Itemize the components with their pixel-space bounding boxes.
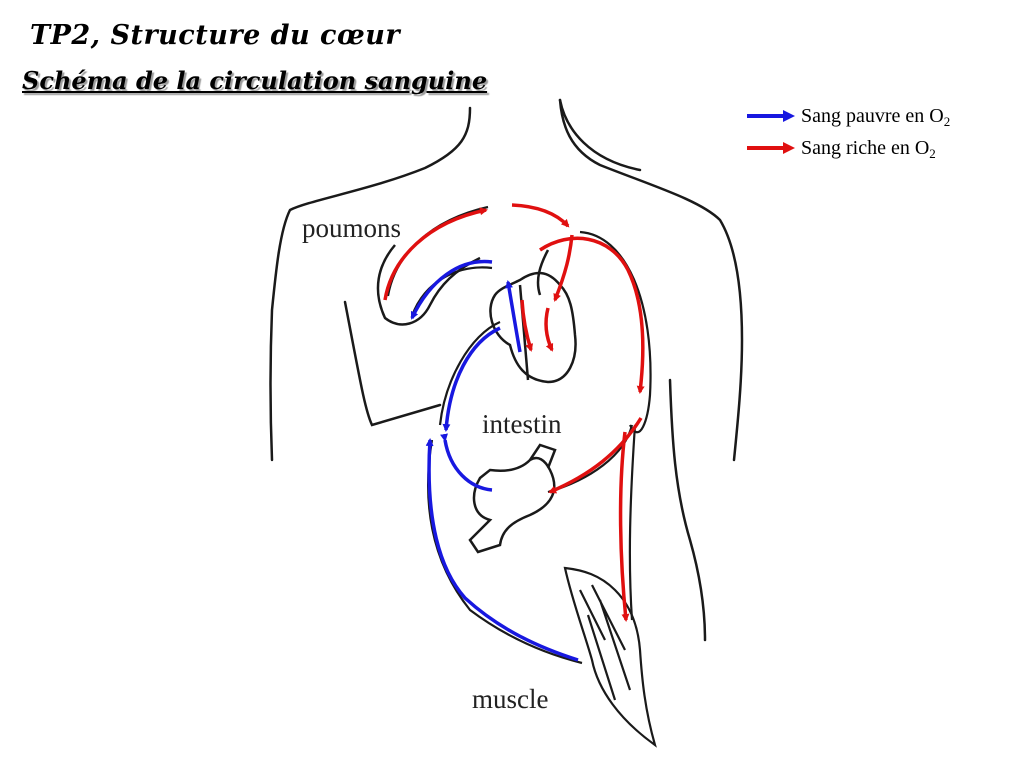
label-intestine: intestin bbox=[482, 409, 562, 439]
deoxygenated-vessels bbox=[410, 259, 579, 662]
legend-label: Sang riche en O2 bbox=[801, 136, 936, 161]
body-outline bbox=[269, 98, 744, 642]
legend: Sang pauvre en O2 Sang riche en O2 bbox=[745, 100, 950, 164]
label-muscle: muscle bbox=[472, 684, 548, 714]
muscle-organ bbox=[563, 566, 657, 748]
oxygenated-vessels bbox=[383, 203, 645, 622]
legend-item-deoxygenated: Sang pauvre en O2 bbox=[745, 100, 950, 132]
page-title: TP2, Structure du cœur bbox=[30, 20, 401, 51]
label-lungs: poumons bbox=[302, 213, 401, 243]
heart bbox=[489, 249, 577, 384]
red-arrow-icon bbox=[747, 142, 795, 154]
page-subtitle: Schéma de la circulation sanguine bbox=[22, 66, 488, 95]
legend-item-oxygenated: Sang riche en O2 bbox=[745, 132, 950, 164]
blue-arrow-icon bbox=[747, 110, 795, 122]
intestine bbox=[468, 443, 557, 554]
lungs bbox=[376, 244, 481, 326]
legend-label: Sang pauvre en O2 bbox=[801, 104, 951, 129]
